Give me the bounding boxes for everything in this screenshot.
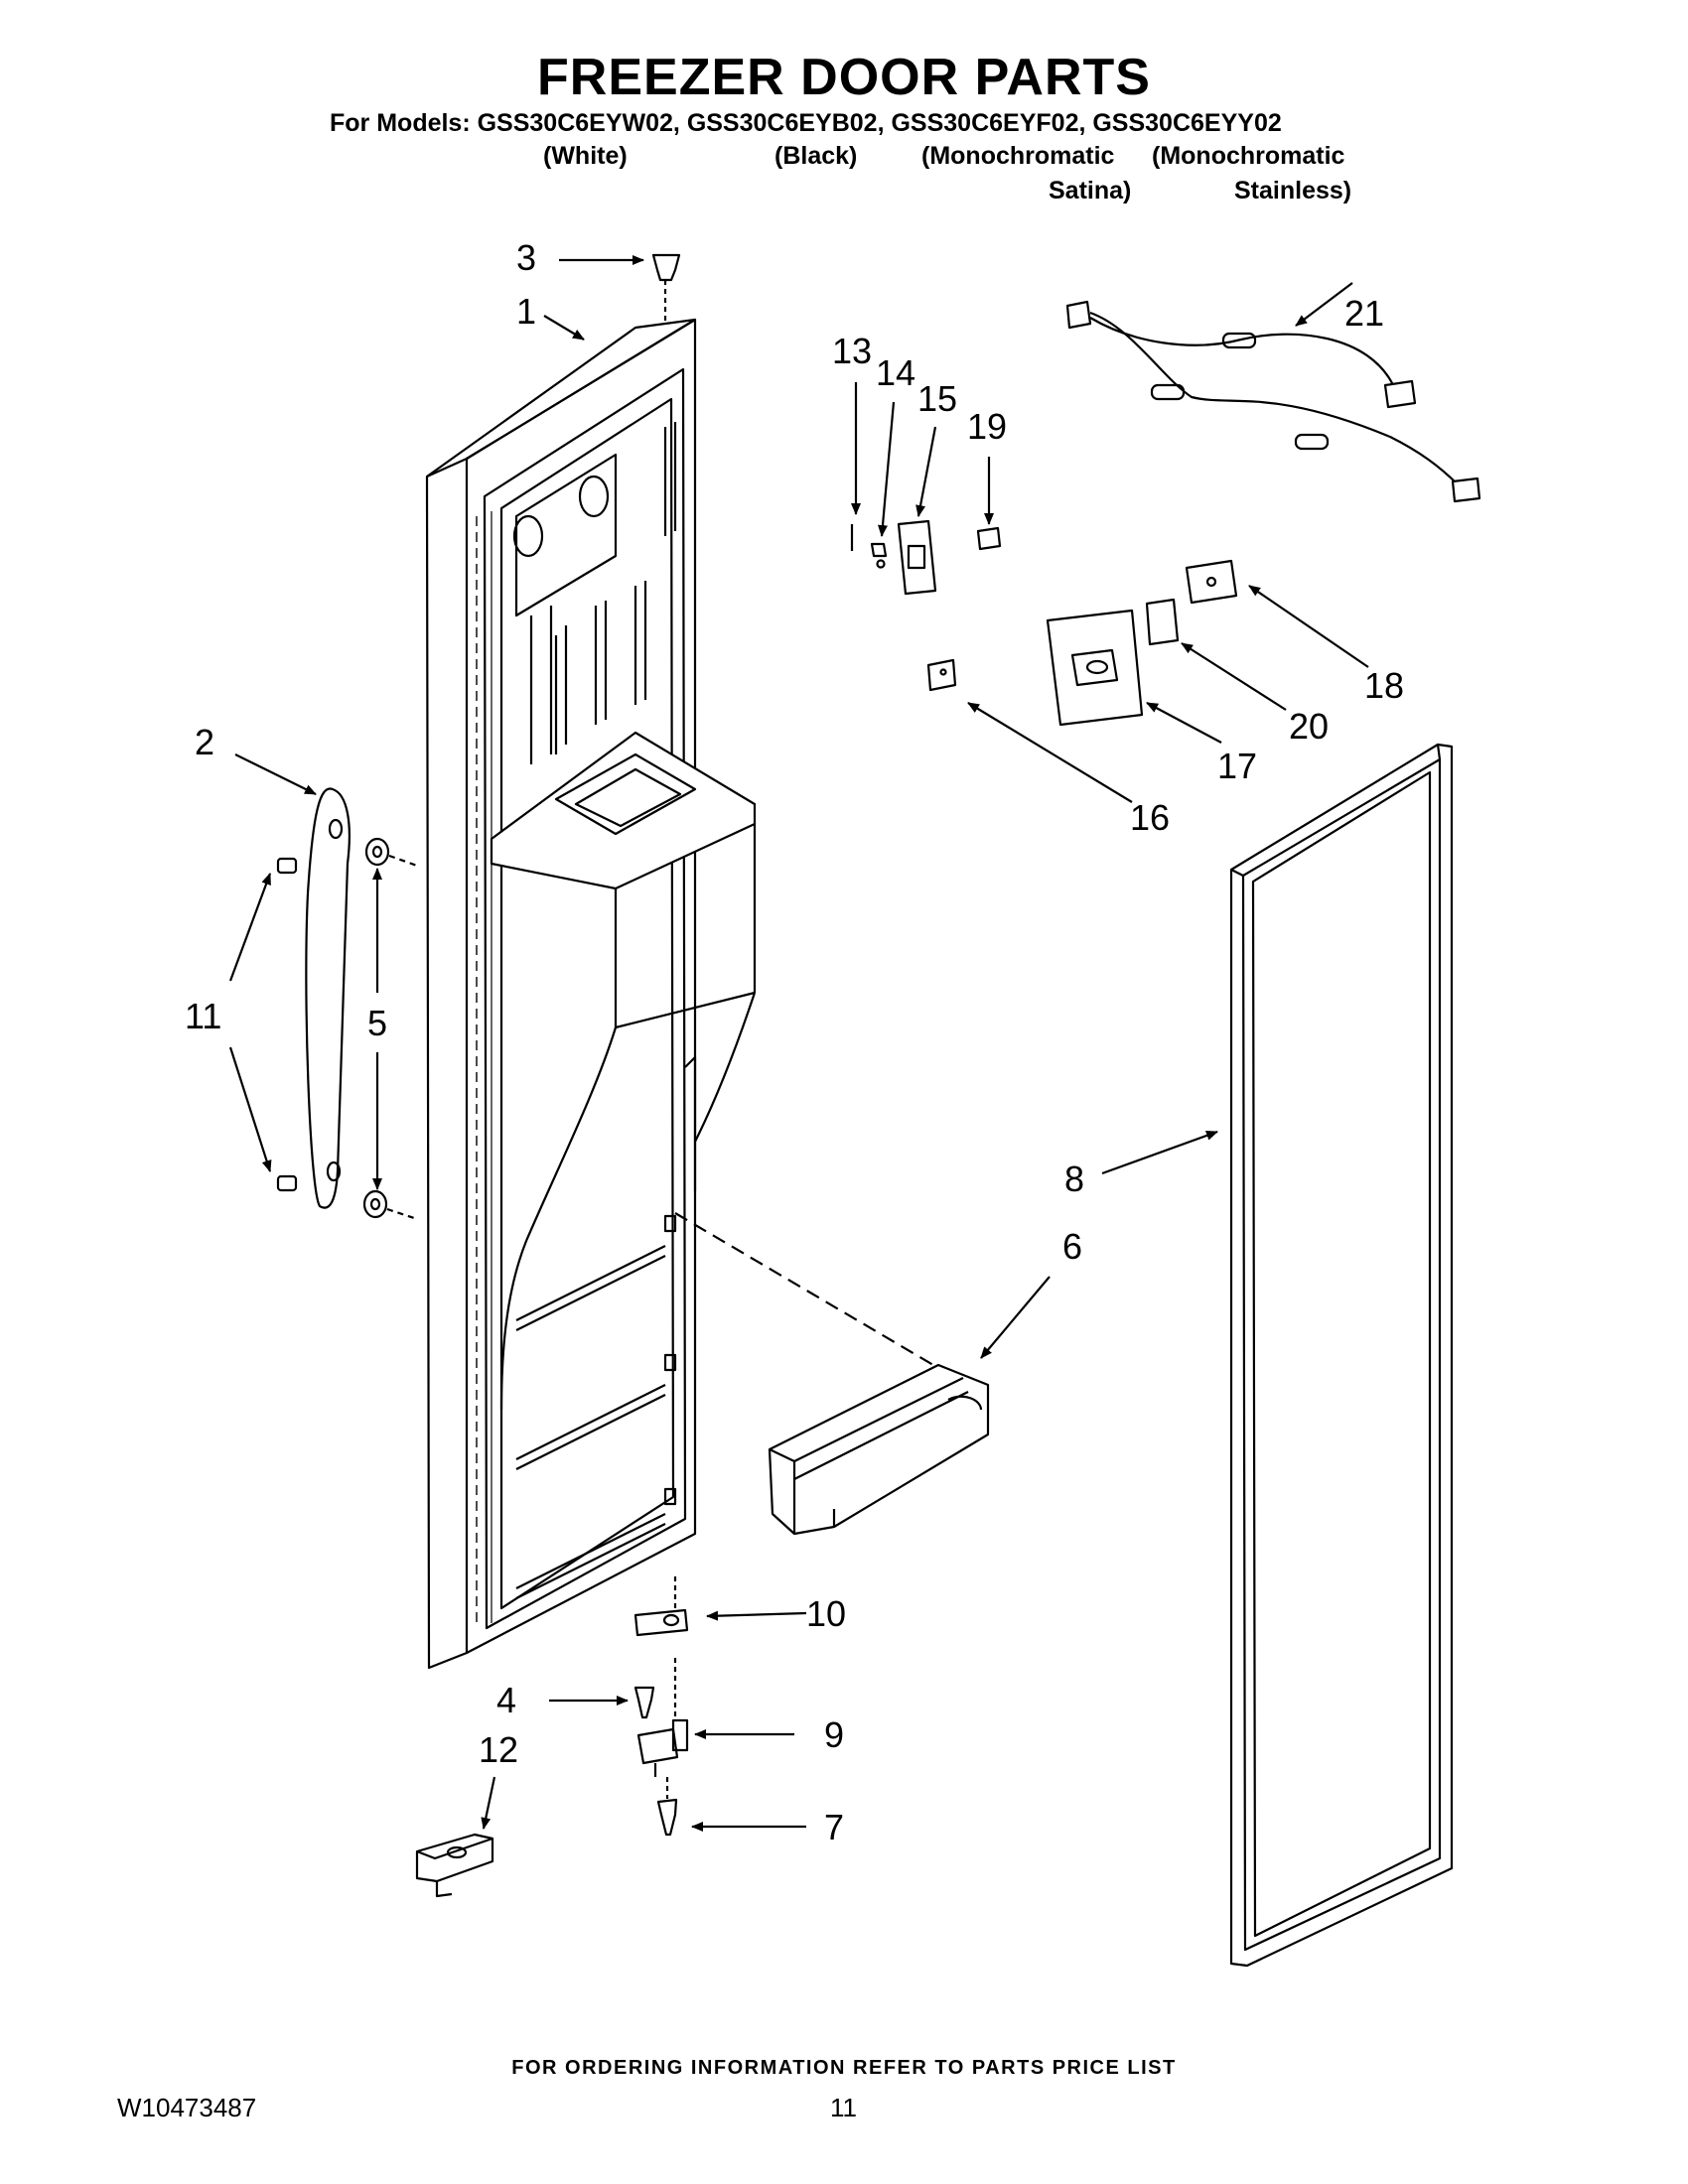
- control-housing-part-17: [1046, 609, 1144, 727]
- control-board-part-18: [1185, 559, 1238, 605]
- callout-3: 3: [516, 237, 536, 278]
- callout-19: 19: [967, 406, 1007, 447]
- variant-mono-satina-line2: Satina): [1049, 177, 1132, 205]
- hinge-cover-part-12: [415, 1833, 494, 1898]
- leader-arrows: [228, 255, 1369, 1832]
- shelf-bin-part: [674, 1212, 990, 1536]
- hinge-screw-part-4: [633, 1686, 655, 1719]
- callout-7: 7: [824, 1807, 844, 1847]
- callout-12: 12: [479, 1729, 518, 1770]
- callout-4: 4: [496, 1680, 516, 1720]
- door-gasket-part: [1229, 743, 1454, 1968]
- hinge-screw-part-7: [656, 1777, 678, 1837]
- variant-mono-stainless-line1: (Monochromatic: [1152, 142, 1345, 170]
- variant-mono-satina-line1: (Monochromatic: [921, 142, 1115, 170]
- callout-2: 2: [195, 722, 214, 762]
- top-screw-part: [651, 253, 681, 323]
- switch-screw-parts: [850, 524, 888, 569]
- bracket-part-20: [1145, 598, 1180, 646]
- callout-9: 9: [824, 1714, 844, 1755]
- hinge-pin-part-9: [636, 1658, 689, 1777]
- handle-screws: [276, 857, 298, 1192]
- callout-18: 18: [1364, 665, 1404, 706]
- callout-10: 10: [806, 1593, 846, 1634]
- document-number: W10473487: [117, 2093, 257, 2122]
- bracket-19-part: [976, 526, 1002, 551]
- freezer-door-part: [425, 318, 757, 1670]
- callout-14: 14: [876, 352, 915, 393]
- models-line: For Models: GSS30C6EYW02, GSS30C6EYB02, …: [330, 109, 1282, 137]
- callout-17: 17: [1217, 746, 1257, 786]
- control-board-part-16: [926, 658, 957, 692]
- callout-8: 8: [1064, 1159, 1084, 1199]
- callout-21: 21: [1344, 293, 1384, 334]
- page-number: 11: [830, 2093, 857, 2122]
- callout-1: 1: [516, 291, 536, 332]
- hinge-bushing-part-10: [633, 1576, 689, 1637]
- callout-5: 5: [367, 1003, 387, 1043]
- callout-labels: 3 1 2 11 5 13 14 15 19 21 18 20 17 16 8 …: [185, 237, 1404, 1847]
- variant-mono-stainless-line2: Stainless): [1234, 177, 1352, 205]
- handle-spacers: [362, 837, 418, 1221]
- wire-harness-part: [1065, 300, 1481, 503]
- callout-6: 6: [1062, 1226, 1082, 1267]
- handle-part: [305, 787, 351, 1209]
- page-title: FREEZER DOOR PARTS: [537, 49, 1151, 106]
- callout-16: 16: [1130, 797, 1170, 838]
- callout-15: 15: [917, 378, 957, 419]
- callout-13: 13: [832, 331, 872, 371]
- ordering-note: FOR ORDERING INFORMATION REFER TO PARTS …: [511, 2057, 1177, 2079]
- variant-white: (White): [543, 142, 628, 170]
- callout-20: 20: [1289, 706, 1329, 747]
- dispenser-switch-part: [897, 519, 937, 596]
- variant-black: (Black): [774, 142, 858, 170]
- callout-11: 11: [185, 996, 221, 1036]
